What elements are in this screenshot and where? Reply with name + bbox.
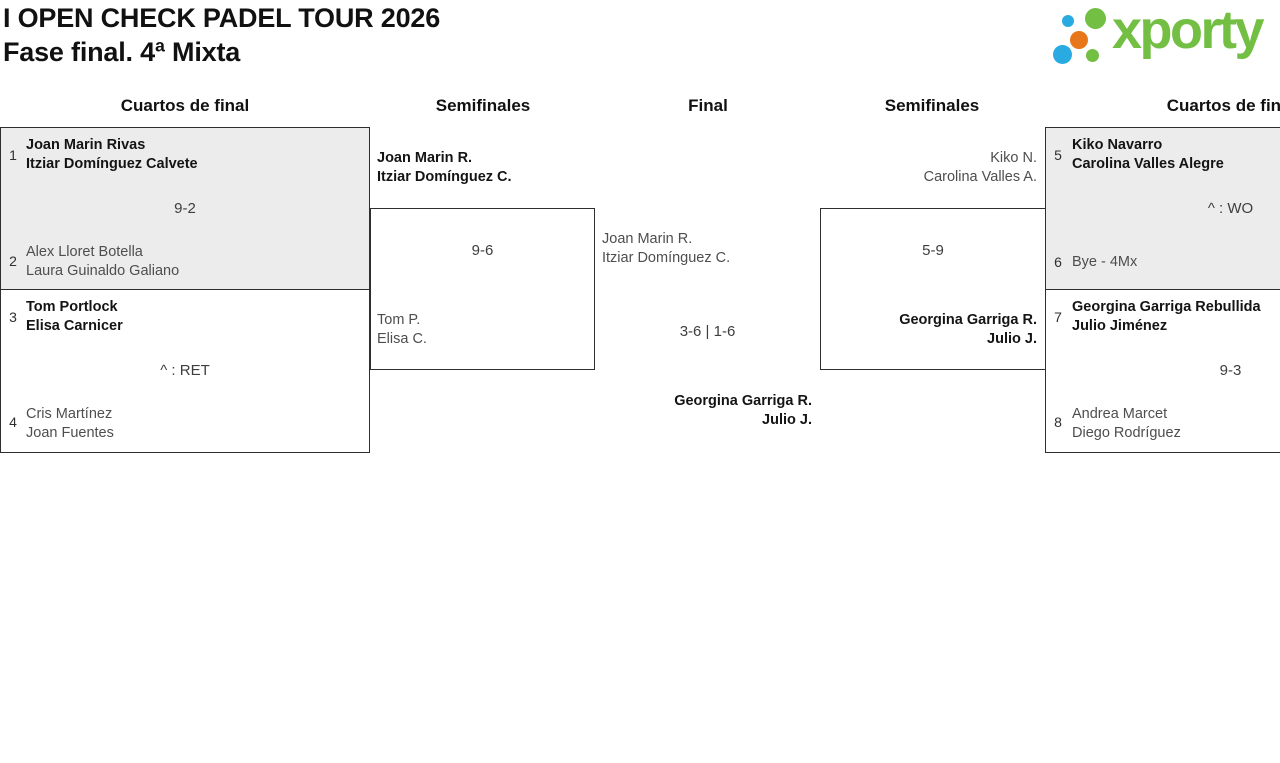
- seed-number: 5: [1054, 147, 1062, 163]
- round-header-semifinals-right: Semifinales: [884, 96, 980, 115]
- team-qf2-top: Tom Portlock Elisa Carnicer: [26, 299, 123, 334]
- team-qf1-top: Joan Marin Rivas Itziar Domínguez Calvet…: [26, 137, 198, 172]
- seed-number: 2: [9, 253, 17, 269]
- match-box-qf2[interactable]: [0, 289, 370, 453]
- logo-dot-icon: [1070, 31, 1088, 49]
- xporty-logo[interactable]: xporty: [1045, 0, 1280, 75]
- match-score-sf-right: 5-9: [922, 242, 944, 259]
- match-score-qf4: 9-3: [1219, 362, 1242, 379]
- team-qf3-bottom: Bye - 4Mx: [1072, 254, 1138, 270]
- round-header-semifinals-left: Semifinales: [435, 96, 531, 115]
- match-score-final: 3-6 | 1-6: [679, 323, 736, 340]
- team-qf2-bottom: Cris Martínez Joan Fuentes: [26, 406, 114, 441]
- page-title: I OPEN CHECK PADEL TOUR 2026: [3, 3, 441, 33]
- logo-wordmark: xporty: [1112, 0, 1265, 60]
- team-qf4-top: Georgina Garriga Rebullida Julio Jiménez: [1072, 299, 1261, 334]
- round-header-quarterfinals-left: Cuartos de final: [120, 96, 250, 115]
- seed-number: 7: [1054, 309, 1062, 325]
- team-sf-right-top: Kiko N. Carolina Valles A.: [923, 150, 1037, 185]
- seed-number: 1: [9, 147, 17, 163]
- match-score-qf1: 9-2: [174, 200, 196, 217]
- team-sf-left-bottom: Tom P. Elisa C.: [377, 312, 427, 347]
- seed-number: 4: [9, 414, 17, 430]
- logo-dot-icon: [1062, 15, 1074, 27]
- team-sf-right-bottom: Georgina Garriga R. Julio J.: [899, 312, 1037, 347]
- logo-dot-icon: [1086, 49, 1099, 62]
- match-box-qf3[interactable]: [1045, 127, 1280, 290]
- page-subtitle: Fase final. 4ª Mixta: [3, 37, 241, 67]
- team-final-top: Joan Marin R. Itziar Domínguez C.: [602, 231, 731, 266]
- team-qf4-bottom: Andrea Marcet Diego Rodríguez: [1072, 406, 1181, 441]
- logo-dot-icon: [1053, 45, 1072, 64]
- match-box-sf-right[interactable]: [820, 208, 1046, 370]
- logo-dot-icon: [1085, 8, 1106, 29]
- round-header-final: Final: [688, 96, 728, 115]
- match-score-sf-left: 9-6: [471, 242, 494, 259]
- seed-number: 3: [9, 309, 17, 325]
- match-score-qf2: ^ : RET: [160, 362, 210, 379]
- seed-number: 6: [1054, 254, 1062, 270]
- team-qf1-bottom: Alex Lloret Botella Laura Guinaldo Galia…: [26, 244, 180, 279]
- team-sf-left-top: Joan Marin R. Itziar Domínguez C.: [377, 150, 512, 185]
- seed-number: 8: [1054, 414, 1062, 430]
- match-score-qf3: ^ : WO: [1207, 200, 1254, 217]
- match-box-qf4[interactable]: [1045, 289, 1280, 453]
- team-final-winner: Georgina Garriga R. Julio J.: [674, 393, 812, 428]
- match-box-sf-left[interactable]: [370, 208, 595, 370]
- match-box-qf1[interactable]: [0, 127, 370, 290]
- round-header-quarterfinals-right: Cuartos de final: [1166, 96, 1280, 115]
- team-qf3-top: Kiko Navarro Carolina Valles Alegre: [1072, 137, 1224, 172]
